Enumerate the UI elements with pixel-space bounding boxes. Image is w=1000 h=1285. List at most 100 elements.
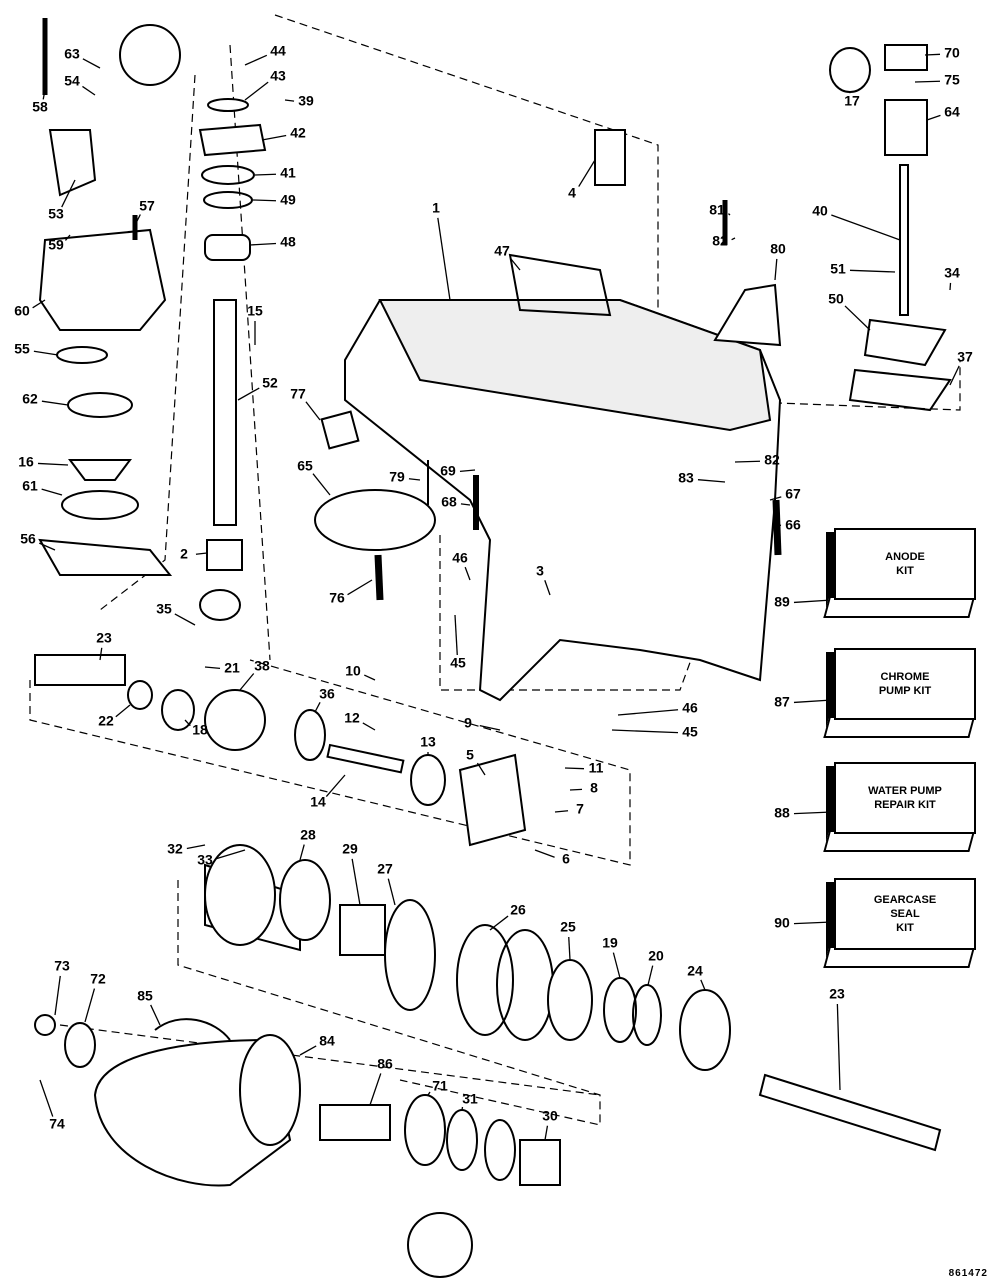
parts-drawing <box>29 14 961 1278</box>
leader-line <box>427 1091 431 1096</box>
leader-line <box>793 699 833 704</box>
leader-line <box>61 179 76 208</box>
leader-line <box>216 849 246 860</box>
callout-69: 69 <box>440 463 456 479</box>
pump-adapter <box>48 129 97 197</box>
impeller-cup <box>67 392 133 418</box>
callout-42: 42 <box>290 125 306 141</box>
callout-74: 74 <box>49 1116 65 1132</box>
kit-box-side <box>826 882 834 958</box>
leader-line <box>351 858 361 906</box>
leader-line <box>299 844 305 861</box>
callout-6: 6 <box>562 851 570 867</box>
propeller-shaft <box>758 1073 942 1152</box>
callout-76: 76 <box>329 590 345 606</box>
leader-line <box>347 579 373 596</box>
callout-70: 70 <box>944 45 960 61</box>
leader-line <box>459 469 476 472</box>
callout-65: 65 <box>297 458 313 474</box>
leader-line <box>734 460 761 463</box>
leader-line <box>252 199 277 202</box>
callout-82: 82 <box>764 452 780 468</box>
callout-16: 16 <box>18 454 34 470</box>
callout-7: 7 <box>576 801 584 817</box>
callout-81: 81 <box>709 202 725 218</box>
leader-line <box>617 709 679 716</box>
callout-62: 62 <box>22 391 38 407</box>
callout-20: 20 <box>648 948 664 964</box>
callout-21: 21 <box>224 660 240 676</box>
callout-30: 30 <box>542 1108 558 1124</box>
callout-49: 49 <box>280 192 296 208</box>
leader-line <box>612 952 621 979</box>
callout-50: 50 <box>828 291 844 307</box>
callout-38: 38 <box>254 658 270 674</box>
leader-line <box>325 774 346 797</box>
assembly-lines <box>29 14 961 1126</box>
leader-line <box>261 134 287 141</box>
leader-line <box>926 114 941 121</box>
kit-box: ANODE KIT <box>823 528 976 618</box>
leader-line <box>284 99 295 102</box>
leader-line <box>244 81 269 101</box>
leader-line <box>479 725 501 731</box>
callout-23: 23 <box>96 630 112 646</box>
leader-line <box>924 53 941 56</box>
leader-line <box>184 719 191 727</box>
callout-45: 45 <box>682 724 698 740</box>
kit-box-base <box>823 598 975 618</box>
callout-14: 14 <box>310 794 326 810</box>
kit-box-side <box>826 652 834 728</box>
callout-84: 84 <box>319 1033 335 1049</box>
leader-line <box>312 473 331 496</box>
leader-line <box>84 988 96 1023</box>
callout-72: 72 <box>90 971 106 987</box>
leader-line <box>769 496 782 501</box>
leader-line <box>37 462 69 466</box>
callout-54: 54 <box>64 73 80 89</box>
callout-56: 56 <box>20 531 36 547</box>
leader-line <box>408 478 421 481</box>
callout-66: 66 <box>785 517 801 533</box>
callout-55: 55 <box>14 341 30 357</box>
leader-line <box>115 704 131 718</box>
leader-line <box>949 282 952 291</box>
leader-line <box>774 258 778 281</box>
kit-box: CHROME PUMP KIT <box>823 648 976 738</box>
kit-label: ANODE KIT <box>834 528 976 600</box>
kit-label: CHROME PUMP KIT <box>834 648 976 720</box>
callout-83: 83 <box>678 470 694 486</box>
plate <box>38 538 173 576</box>
callout-59: 59 <box>48 237 64 253</box>
callout-26: 26 <box>510 902 526 918</box>
leader-lines <box>32 53 960 1141</box>
leader-line <box>697 479 726 483</box>
leader-line <box>195 552 208 555</box>
callout-58: 58 <box>32 99 48 115</box>
callout-8: 8 <box>590 780 598 796</box>
leader-line <box>54 975 61 1016</box>
callout-35: 35 <box>156 601 172 617</box>
callout-5: 5 <box>466 747 474 763</box>
gearcase-top <box>378 299 772 432</box>
callout-27: 27 <box>377 861 393 877</box>
callout-36: 36 <box>319 686 335 702</box>
leader-line <box>33 350 59 356</box>
kit-box: WATER PUMP REPAIR KIT <box>823 762 976 852</box>
callout-17: 17 <box>844 93 860 109</box>
callout-32: 32 <box>167 841 183 857</box>
leader-line <box>569 788 583 791</box>
leader-line <box>914 80 941 83</box>
callout-82: 82 <box>712 233 728 249</box>
kit-label: GEARCASE SEAL KIT <box>834 878 976 950</box>
callout-11: 11 <box>589 760 604 776</box>
callout-71: 71 <box>432 1078 448 1094</box>
callout-39: 39 <box>298 93 314 109</box>
leader-line <box>844 305 871 331</box>
leader-line <box>461 1106 464 1111</box>
impeller <box>68 459 132 481</box>
leader-line <box>700 979 706 991</box>
gasket <box>61 490 139 520</box>
kit-box-base <box>823 948 975 968</box>
